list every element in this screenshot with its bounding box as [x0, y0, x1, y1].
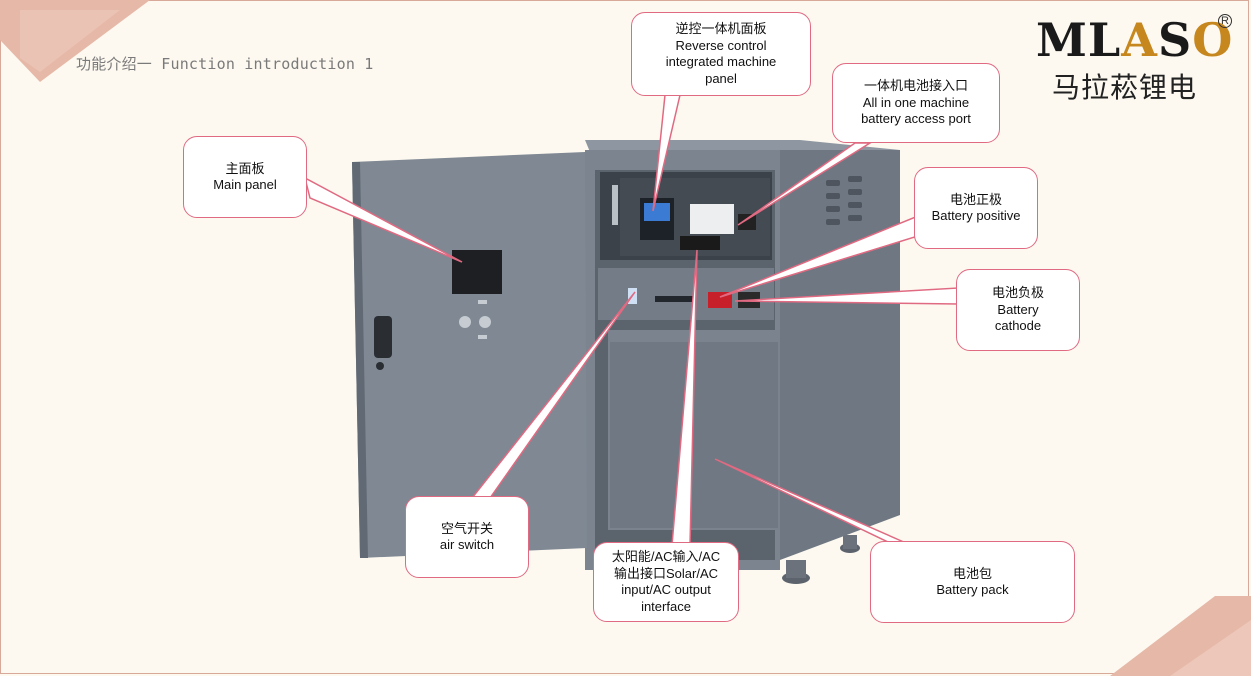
cabinet-door	[352, 152, 587, 558]
callout-cn: 电池包	[952, 565, 992, 581]
callout-en: Reverse control	[675, 37, 767, 53]
callout-reverse-control-panel: 逆控一体机面板 Reverse control integrated machi…	[631, 12, 811, 96]
logo-letter: A	[1121, 13, 1158, 67]
callout-battery-positive: 电池正极 Battery positive	[914, 167, 1038, 249]
callout-en: input/AC output	[621, 582, 711, 597]
callout-main-panel: 主面板 Main panel	[183, 136, 307, 218]
callout-en: All in one machine	[862, 94, 970, 110]
callout-cn: 电池正极	[949, 191, 1002, 207]
callout-en: interface	[641, 598, 691, 614]
logo-letter: S	[1157, 13, 1193, 67]
main-panel-screen	[452, 250, 502, 294]
callout-en: air switch	[439, 537, 495, 552]
callout-en: battery access port	[861, 111, 971, 127]
door-handle	[374, 316, 392, 358]
callout-cn: 太阳能/AC输入/AC	[611, 549, 721, 564]
logo-chinese-text: 马拉菘锂电	[1052, 72, 1198, 103]
callout-battery-cathode: 电池负极 Battery cathode	[956, 269, 1080, 351]
logo-letter: L	[1087, 13, 1122, 67]
callout-battery-pack: 电池包 Battery pack	[870, 541, 1075, 623]
callout-en: 输出接口Solar/AC	[613, 565, 719, 581]
callout-solar-ac-interface: 太阳能/AC输入/AC 输出接口Solar/AC input/AC output…	[593, 542, 739, 622]
callout-cn: 逆控一体机面板	[675, 21, 767, 36]
side-vents	[826, 176, 862, 225]
callout-air-switch: 空气开关 air switch	[405, 496, 529, 578]
callout-en: Battery	[997, 301, 1039, 317]
positive-terminal	[708, 292, 732, 308]
callout-cn: 电池负极	[991, 285, 1044, 301]
callout-en: panel	[705, 70, 737, 86]
callout-en: Battery pack	[936, 582, 1009, 597]
callout-cn: 一体机电池接入口	[863, 78, 968, 94]
brand-logo: MLASO R 马拉菘锂电	[1036, 14, 1236, 104]
callout-cn: 空气开关	[440, 520, 493, 536]
callout-en: cathode	[994, 318, 1042, 334]
logo-letter: M	[1036, 13, 1088, 67]
cabinet-side	[780, 150, 900, 560]
callout-en: integrated machine	[665, 54, 777, 69]
callout-battery-access-port: 一体机电池接入口 All in one machine battery acce…	[832, 63, 1000, 143]
page-title: 功能介绍一 Function introduction 1	[76, 55, 374, 73]
logo-latin-text: MLASO	[1036, 14, 1233, 66]
callout-cn: 主面板	[225, 160, 265, 176]
callout-en: Battery positive	[931, 208, 1021, 223]
leader-lines	[303, 94, 959, 546]
registered-mark: R	[1218, 14, 1232, 28]
callout-en: Main panel	[213, 177, 277, 192]
